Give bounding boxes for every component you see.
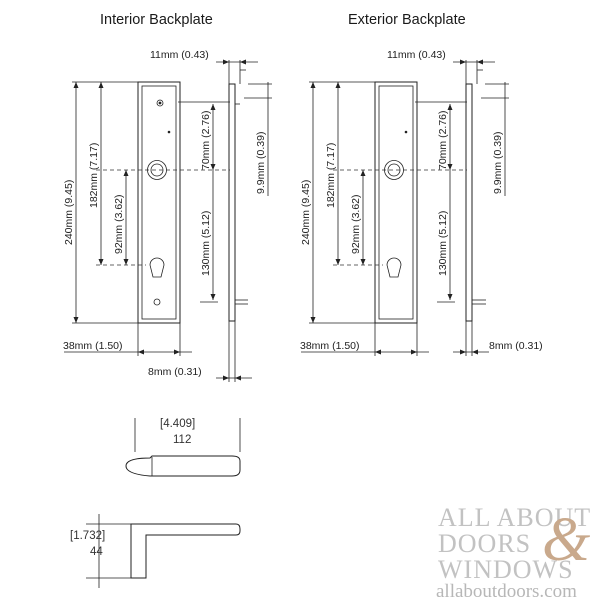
watermark-ampersand: & [542,506,590,574]
watermark-logo: ALL ABOUT DOORS & WINDOWS allaboutdoors.… [436,503,591,600]
exterior-cylinder-cutout [386,257,402,278]
exterior-label-8: 8mm (0.31) [489,340,543,352]
lever-length-inch: [4.409] [160,418,195,430]
lever-height-mm: 44 [90,546,103,558]
interior-arrows-11 [223,59,246,65]
interior-plate-inner-border [141,85,177,320]
exterior-side-profile [465,83,473,322]
interior-side-profile [228,83,236,322]
lever-side-view: [4.409] 112 [125,418,241,477]
exterior-label-11: 11mm (0.43) [387,49,446,61]
lever-height-inch: [1.732] [70,530,105,542]
interior-label-182: 182mm (7.17) [88,143,100,208]
lever-length-mm: 112 [173,434,191,446]
interior-bottom-screw-hole [153,298,161,306]
exterior-label-9: 9.9mm (0.39) [492,132,504,194]
interior-pin-dot [167,130,171,134]
interior-label-8: 8mm (0.31) [148,366,202,378]
exterior-label-182: 182mm (7.17) [325,143,337,208]
lever-profile-shape [130,523,241,579]
exterior-arrows-8 [460,349,478,355]
exterior-label-38: 38mm (1.50) [300,340,360,352]
interior-label-9: 9.9mm (0.39) [255,132,267,194]
exterior-plate-inner-border [378,85,414,320]
exterior-pin-dot [404,130,408,134]
interior-cylinder-cutout [149,257,165,278]
interior-arrows-8 [223,375,241,381]
exterior-label-92: 92mm (3.62) [350,194,362,254]
exterior-arrows-11 [460,59,483,65]
watermark-url: allaboutdoors.com [436,581,577,600]
exterior-label-70: 70mm (2.76) [437,110,449,170]
exterior-label-240: 240mm (9.45) [300,180,312,245]
lever-top-shape [125,455,241,477]
watermark-doors: DOORS [438,529,531,558]
interior-label-92: 92mm (3.62) [113,194,125,254]
interior-top-screw-hole [156,99,164,107]
watermark-windows: WINDOWS [438,555,574,584]
exterior-title: Exterior Backplate [348,12,466,28]
interior-label-130: 130mm (5.12) [200,211,212,276]
interior-label-240: 240mm (9.45) [63,180,75,245]
exterior-label-130: 130mm (5.12) [437,211,449,276]
interior-label-38: 38mm (1.50) [63,340,123,352]
interior-top-screw-dot [158,101,162,105]
interior-title: Interior Backplate [100,12,213,28]
interior-label-11: 11mm (0.43) [150,49,209,61]
lever-profile-view: [1.732] 44 [70,514,241,588]
interior-backplate: 11mm (0.43) 240mm (9.45) 182mm (7.17) 92… [63,49,272,382]
exterior-backplate: 11mm (0.43) 240mm (9.45) 182mm (7.17) 92… [300,49,543,356]
exterior-plate-front [374,81,418,324]
watermark-all-about: ALL ABOUT [438,503,591,532]
interior-plate-front [137,81,181,324]
interior-label-70: 70mm (2.76) [200,110,212,170]
